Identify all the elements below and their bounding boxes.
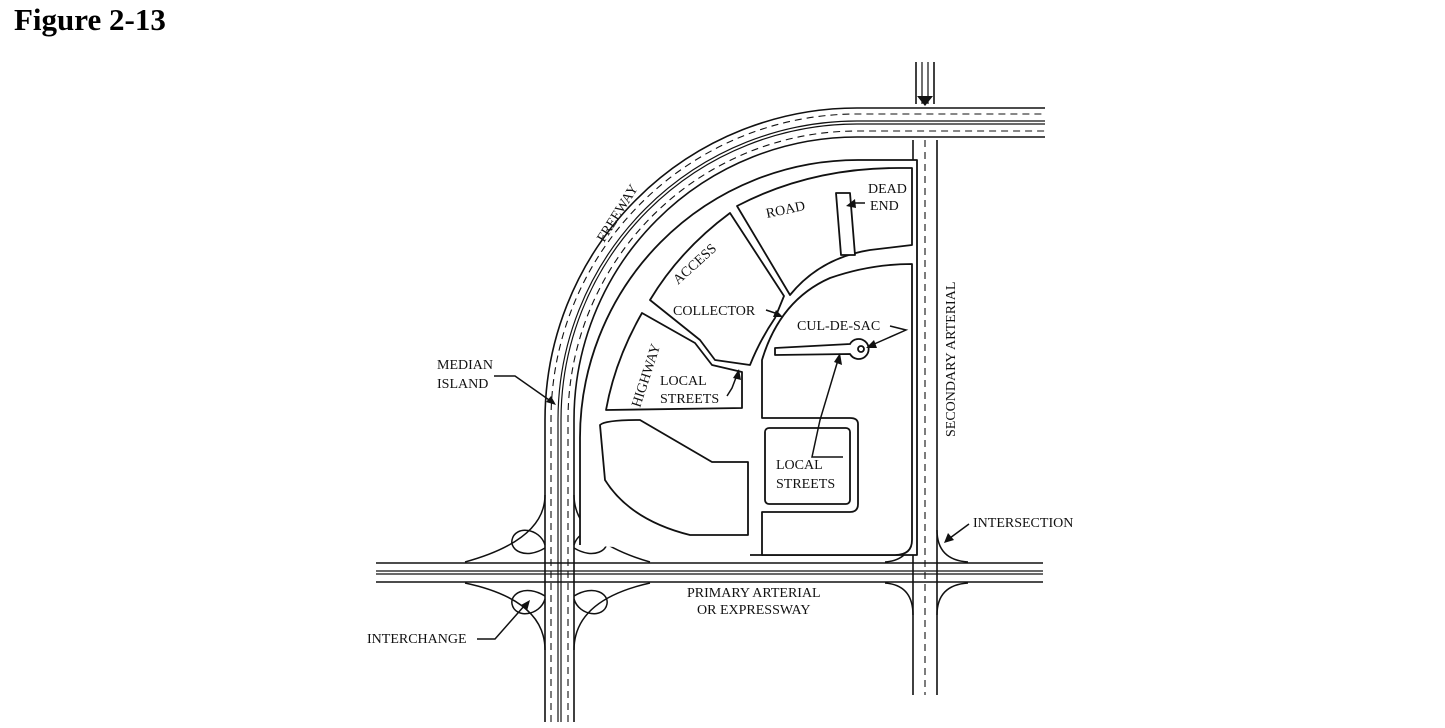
primary-arterial-label-line2: OR EXPRESSWAY [697, 603, 810, 618]
local-streets-a-label-line2: STREETS [660, 392, 719, 407]
intersection-label: INTERSECTION [973, 516, 1073, 531]
local-streets-a-label-line1: LOCAL [660, 374, 707, 389]
collector-label: COLLECTOR [673, 304, 756, 319]
secondary-arterial-label: SECONDARY ARTERIAL [944, 282, 959, 437]
primary-arterial-road [376, 562, 1043, 583]
leader-lines [477, 199, 970, 640]
dead-end-label-line2: END [870, 199, 899, 214]
median-island-label-line1: MEDIAN [437, 358, 493, 373]
freeway-label: FREEWAY [595, 182, 642, 245]
freeway-road [544, 107, 1045, 722]
median-island-label-line2: ISLAND [437, 377, 488, 392]
interchange-label: INTERCHANGE [367, 632, 467, 647]
cul-de-sac-label: CUL-DE-SAC [797, 319, 880, 334]
figure-title: Figure 2-13 [14, 2, 166, 37]
local-streets-b-label-line1: LOCAL [776, 458, 823, 473]
primary-arterial-label-line1: PRIMARY ARTERIAL [687, 586, 821, 601]
local-streets-b-label-line2: STREETS [776, 477, 835, 492]
local-street-blocks [579, 159, 918, 556]
dead-end-label-line1: DEAD [868, 182, 907, 197]
